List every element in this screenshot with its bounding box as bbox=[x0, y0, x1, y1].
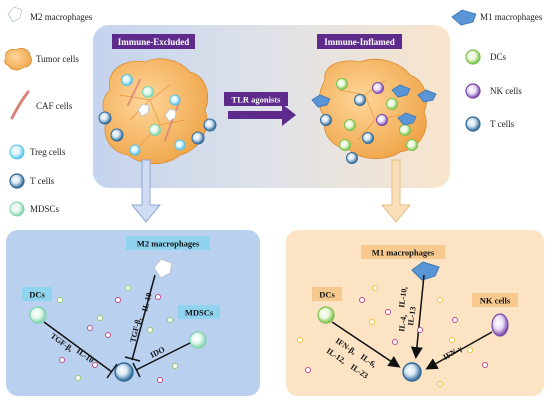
br-dcs-label-box bbox=[312, 287, 342, 301]
br-cytokine-dots bbox=[297, 285, 488, 387]
bl-dcs-label: DCs bbox=[29, 290, 45, 300]
legend-treg: Treg cells bbox=[30, 147, 66, 157]
legend-m2: M2 macrophages bbox=[30, 12, 93, 22]
legend-nk: NK cells bbox=[490, 86, 522, 96]
m2-icon bbox=[7, 6, 23, 23]
legend-m1: M1 macrophages bbox=[480, 12, 543, 22]
down-arrow-left bbox=[130, 159, 162, 223]
bl-tcell bbox=[114, 362, 134, 382]
legend-right: M1 macrophages DCs NK cells T cells bbox=[451, 9, 543, 132]
legend-dc: DCs bbox=[490, 52, 507, 62]
br-m1-cytokine-1: IL-4, bbox=[397, 314, 408, 332]
br-m1-label: M1 macrophages bbox=[372, 248, 435, 258]
m1-icon bbox=[451, 9, 477, 26]
bl-m2-cytokine-2: IL-10 bbox=[140, 292, 153, 313]
bottom-right-panel bbox=[286, 230, 544, 396]
inflamed-label: Immune-Inflamed bbox=[324, 37, 395, 47]
br-tcell bbox=[402, 362, 422, 382]
br-m1-label-box bbox=[361, 245, 445, 259]
legend-mdsc: MDSCs bbox=[30, 204, 60, 214]
br-dc-cell bbox=[317, 306, 335, 324]
bl-m2-label-box bbox=[126, 236, 210, 250]
br-nk-label-box bbox=[472, 293, 518, 307]
br-m1-cell bbox=[411, 261, 440, 281]
bl-mdscs-label-box bbox=[178, 305, 220, 319]
excluded-label-box bbox=[112, 34, 195, 49]
legend-tcell-left: T cells bbox=[30, 176, 55, 186]
bottom-left-panel bbox=[6, 230, 260, 396]
nk-icon bbox=[465, 83, 481, 99]
bl-m2-cell bbox=[153, 258, 173, 279]
dc-icon bbox=[465, 49, 481, 65]
bl-dcs-label-box bbox=[22, 287, 52, 301]
tlr-arrow bbox=[228, 104, 296, 126]
tcell-icon-right bbox=[465, 116, 481, 132]
tcell-icon-left bbox=[9, 173, 25, 189]
inflamed-label-box bbox=[317, 34, 402, 49]
caf-icon bbox=[10, 90, 30, 120]
treg-icon bbox=[9, 144, 25, 160]
excluded-tumor-cluster bbox=[102, 58, 209, 165]
br-activation-arrows bbox=[331, 274, 493, 370]
br-nk-cell bbox=[491, 313, 509, 337]
mdsc-icon bbox=[9, 201, 25, 217]
br-m1-cytokine-3: IL-13 bbox=[406, 306, 418, 326]
tumor-icon bbox=[4, 48, 32, 71]
legend-tcell-right: T cells bbox=[490, 119, 515, 129]
legend-tumor: Tumor cells bbox=[36, 54, 79, 64]
tlr-label: TLR agonists bbox=[232, 95, 282, 105]
bl-mdscs-label: MDSCs bbox=[185, 308, 214, 318]
legend-left: M2 macrophages Tumor cells CAF cells Tre… bbox=[4, 6, 93, 217]
br-dcs-label: DCs bbox=[319, 290, 335, 300]
bl-mdsc-cell bbox=[189, 331, 207, 349]
br-m1-cytokine-2: IL-10, bbox=[397, 286, 409, 308]
legend-caf: CAF cells bbox=[36, 101, 73, 111]
tlr-label-box bbox=[224, 92, 288, 106]
bl-inhibition-lines bbox=[43, 274, 191, 379]
bl-cytokine-dots bbox=[57, 285, 178, 383]
excluded-label: Immune-Excluded bbox=[118, 37, 190, 47]
excluded-immune-cells bbox=[98, 74, 217, 156]
br-nk-label: NK cells bbox=[480, 296, 511, 306]
bl-dc-cell bbox=[29, 306, 47, 324]
down-arrow-right bbox=[380, 159, 412, 223]
bl-m2-label: M2 macrophages bbox=[137, 239, 200, 249]
inflamed-immune-cells bbox=[311, 78, 437, 164]
